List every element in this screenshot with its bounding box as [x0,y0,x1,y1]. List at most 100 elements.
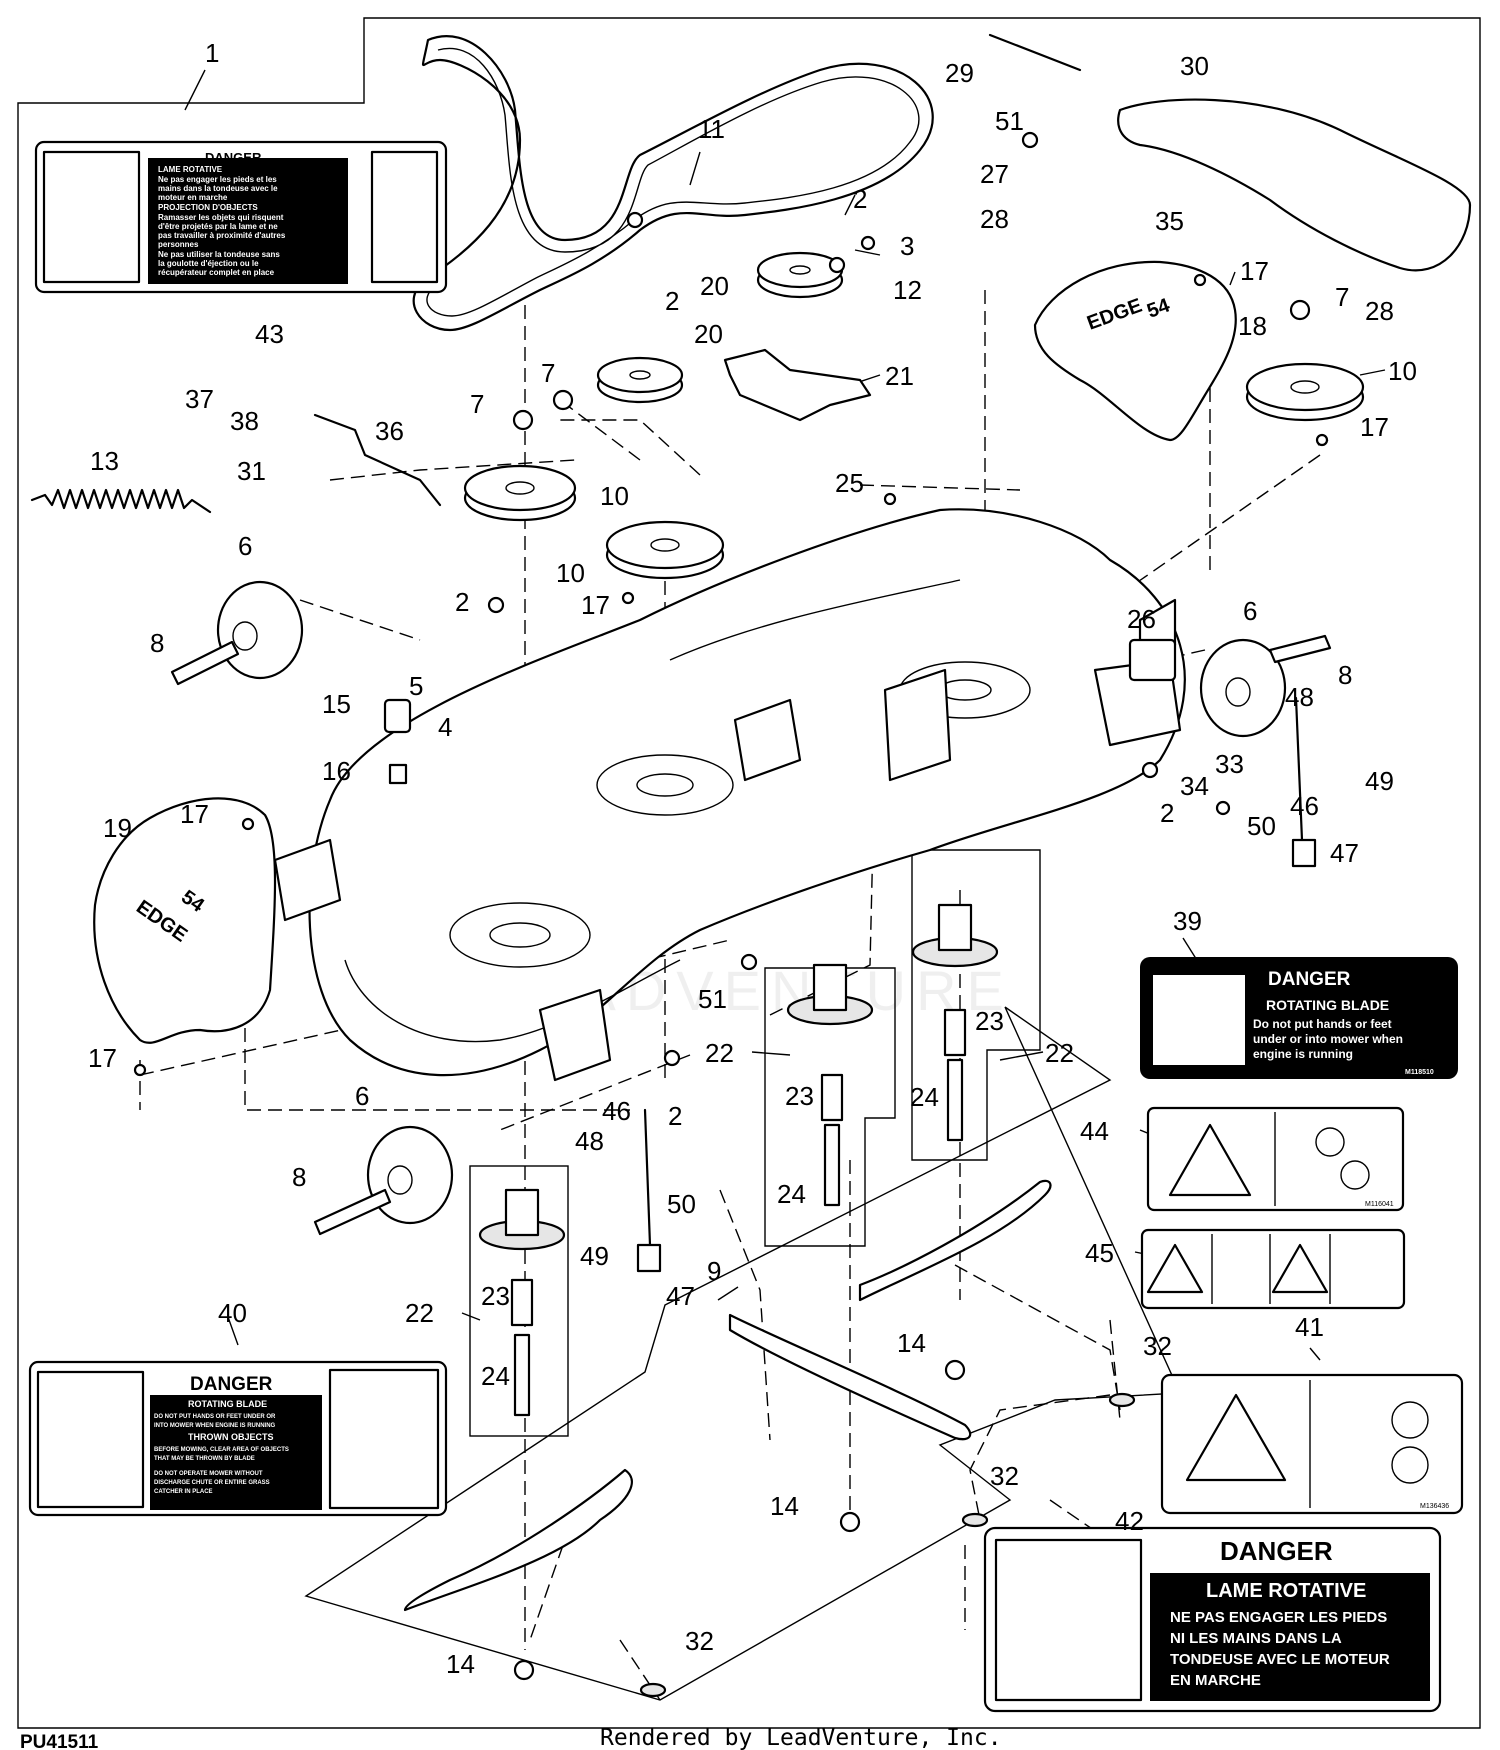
spindle-center [786,963,874,1207]
decal-40-line: BEFORE MOWING, CLEAR AREA OF OBJECTS [154,1447,289,1453]
spindle-right [911,903,999,1142]
callout-6: 6 [238,531,252,561]
footer-credit: Rendered by LeadVenture, Inc. [600,1725,1002,1750]
callout-11: 11 [698,114,725,144]
callout-27: 27 [980,159,1009,189]
decal-40: DANGER ROTATING BLADE DO NOT PUT HANDS O… [28,1360,448,1517]
callout-12: 12 [893,275,922,305]
pulley-10-left [463,464,577,522]
callout-42: 42 [1115,1506,1144,1536]
decal-40-line: CATCHER IN PLACE [154,1489,213,1495]
callout-49: 49 [580,1241,609,1271]
callout-23: 23 [481,1281,510,1311]
callout-35: 35 [1155,206,1184,236]
decal-39-title: DANGER [1268,969,1351,990]
decal-43-line: Ne pas utiliser la tondeuse sans [158,250,280,259]
callout-6: 6 [355,1081,369,1111]
callout-29: 29 [945,58,974,88]
gauge-wheel-left [170,580,304,686]
decal-42-line: NE PAS ENGAGER LES PIEDS [1170,1609,1387,1626]
decal-39-line: ROTATING BLADE [1266,997,1389,1013]
callout-23: 23 [785,1081,814,1111]
callout-24: 24 [481,1361,510,1391]
chute-rod [988,33,1082,72]
callout-51: 51 [995,106,1024,136]
decal-44: M116041 [1146,1106,1405,1212]
callout-9: 9 [707,1256,721,1286]
decal-39-line: engine is running [1253,1047,1353,1061]
callout-43: 43 [255,319,284,349]
decal-42-line: NI LES MAINS DANS LA [1170,1630,1342,1647]
callout-45: 45 [1085,1238,1114,1268]
hardware [133,131,1329,1698]
callout-8: 8 [1338,660,1352,690]
callout-3: 3 [900,231,914,261]
lift-rod [313,413,442,507]
callout-28: 28 [1365,296,1394,326]
callout-39: 39 [1173,906,1202,936]
callout-36: 36 [375,416,404,446]
callout-26: 26 [1127,604,1156,634]
callout-32: 32 [685,1626,714,1656]
callout-50: 50 [1247,811,1276,841]
callout-20: 20 [700,271,729,301]
decal-45 [1140,1228,1406,1310]
decal-40-line: DISCHARGE CHUTE OR ENTIRE GRASS [154,1480,270,1486]
decal-40-line: THAT MAY BE THROWN BY BLADE [154,1456,255,1462]
callout-22: 22 [405,1298,434,1328]
callout-17: 17 [180,799,209,829]
decal-43-line: moteur en marche [158,193,228,202]
callout-10: 10 [600,481,629,511]
callout-46: 46 [1290,791,1319,821]
belt [412,35,934,332]
decal-42-line: TONDEUSE AVEC LE MOTEUR [1170,1651,1390,1668]
callout-14: 14 [897,1328,926,1358]
callout-2: 2 [853,184,867,214]
callout-24: 24 [777,1179,806,1209]
spindle-left [478,1188,566,1417]
decal-43-line: la goulotte d'éjection ou le [158,259,259,268]
decal-43-line: PROJECTION D'OBJECTS [158,203,258,212]
callout-16: 16 [322,756,351,786]
pulley-10-right [1245,362,1365,422]
callout-41: 41 [1295,1312,1324,1342]
decal-43-title: DANGER [205,150,262,165]
callout-20: 20 [694,319,723,349]
gauge-wheel-right [1199,634,1332,738]
callout-47: 47 [666,1281,695,1311]
gasket [1128,638,1177,682]
decal-41-code: M136436 [1420,1503,1449,1510]
decal-40-line: ROTATING BLADE [188,1399,267,1409]
callout-4: 4 [438,712,452,742]
callout-10: 10 [1388,356,1417,386]
decal-40-line: THROWN OBJECTS [188,1432,274,1442]
decal-39-line: Do not put hands or feet [1253,1017,1392,1031]
pulley-10-center [605,520,725,580]
callout-1: 1 [205,38,219,68]
callout-5: 5 [409,671,423,701]
callout-48: 48 [1285,682,1314,712]
decal-40-line: INTO MOWER WHEN ENGINE IS RUNNING [154,1423,276,1429]
idler-pulley-20-a [596,356,684,404]
callout-10: 10 [556,558,585,588]
decal-42-title: DANGER [1220,1536,1333,1566]
height-linkage [636,696,1317,1273]
diagram-frame [17,17,1481,1729]
callout-7: 7 [1335,282,1349,312]
callout-8: 8 [150,628,164,658]
decal-41: M136436 [1160,1373,1464,1515]
idler-pulley-20-b [756,251,844,299]
decal-39-line: under or into mower when [1253,1032,1403,1046]
callout-2: 2 [665,286,679,316]
decal-43-line: Ne pas engager les pieds et les [158,175,277,184]
decal-43-line: d'être projetés par la lame et ne [158,222,278,231]
callout-25: 25 [835,468,864,498]
belt-cover-left: EDGE 54 [93,797,277,1044]
decal-43-line: Ramasser les objets qui risquent [158,213,284,222]
callout-48: 48 [575,1126,604,1156]
callout-14: 14 [446,1649,475,1679]
callout-46: 46 [602,1096,631,1126]
callout-51: 51 [698,984,727,1014]
callout-18: 18 [1238,311,1267,341]
